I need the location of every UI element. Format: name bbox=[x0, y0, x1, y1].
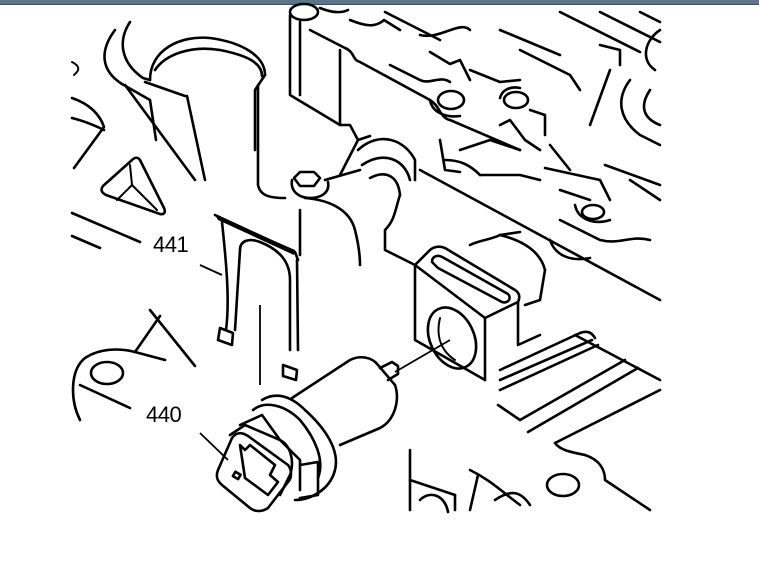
leader-441 bbox=[199, 264, 223, 276]
sensor-440 bbox=[199, 339, 451, 513]
callout-441: 441 bbox=[153, 232, 189, 257]
viewer-top-bar bbox=[0, 0, 759, 5]
bolt-and-arm bbox=[290, 134, 417, 267]
retaining-clip-441 bbox=[213, 213, 300, 385]
casting-left bbox=[70, 20, 287, 422]
valve-body-lower bbox=[408, 330, 662, 514]
valve-body-upper bbox=[288, 2, 662, 302]
callout-440: 440 bbox=[146, 402, 182, 427]
sensor-mount-boss bbox=[413, 230, 547, 382]
